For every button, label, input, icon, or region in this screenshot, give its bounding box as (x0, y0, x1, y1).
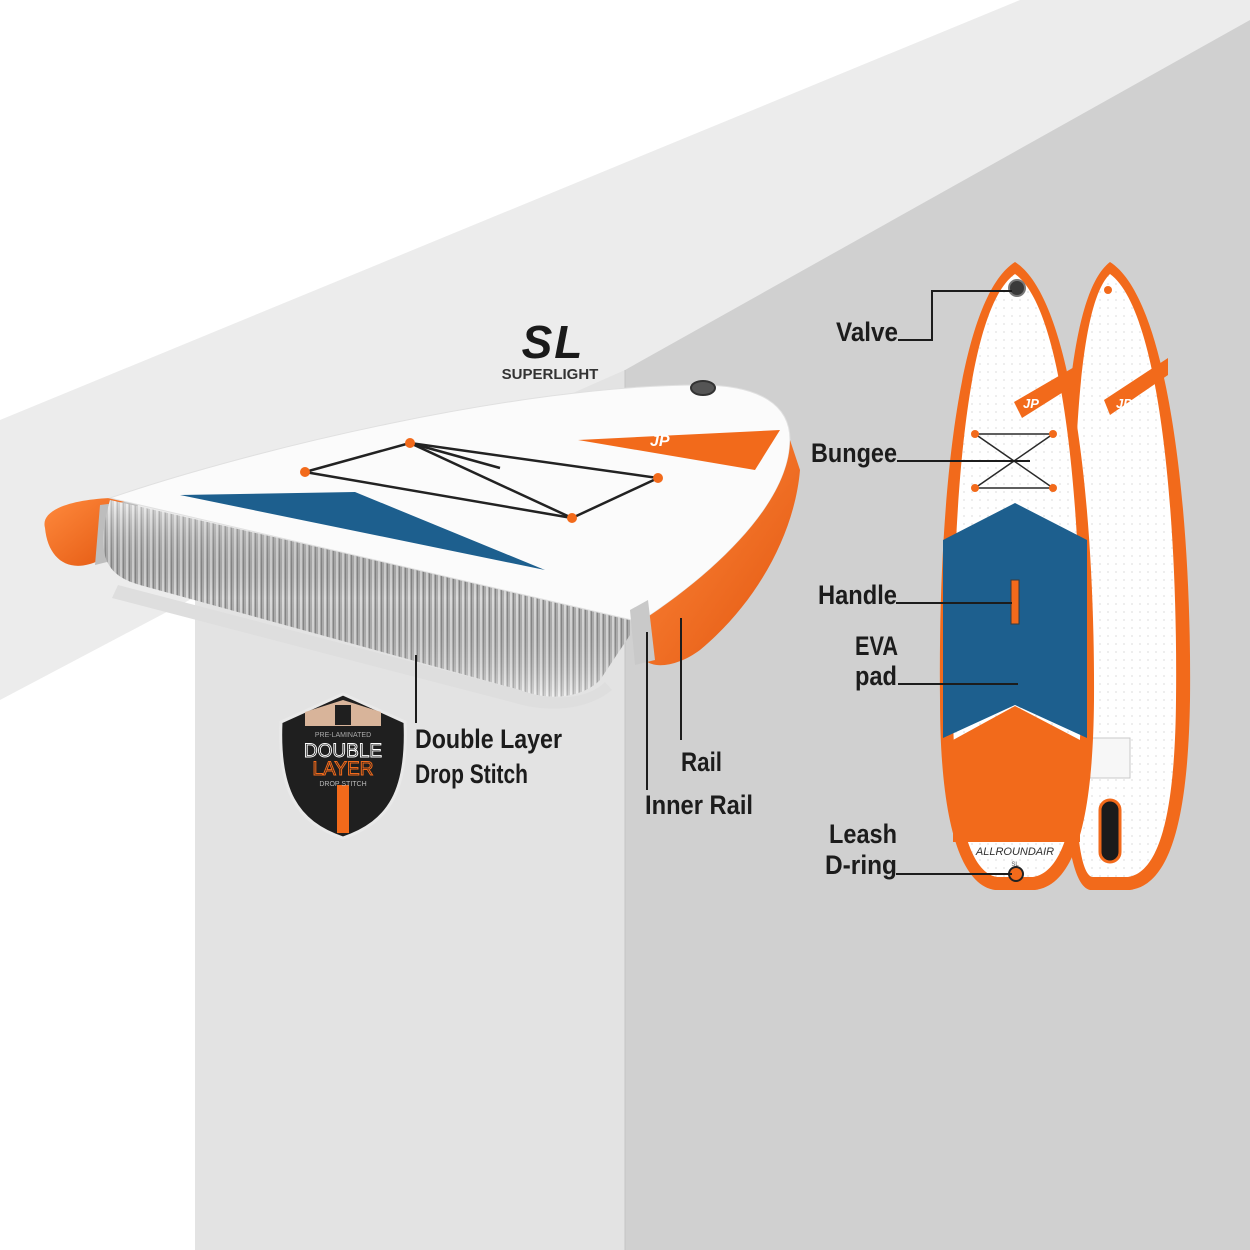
label-leash-2: D-ring (825, 850, 897, 880)
logo-mark: SL (522, 316, 585, 368)
badge-top-text: PRE-LAMINATED (315, 732, 371, 739)
board-handle (1010, 579, 1020, 625)
right-rail (640, 440, 800, 666)
svg-text:JP: JP (1116, 396, 1132, 411)
deck-valve (690, 380, 716, 396)
label-handle: Handle (818, 580, 897, 610)
logo-caption: SUPERLIGHT (502, 366, 599, 383)
board-back: JP (1061, 262, 1191, 890)
double-layer-badge: PRE-LAMINATED DOUBLE LAYER DROP STITCH (279, 692, 407, 840)
board-valve (1008, 279, 1026, 297)
tail-pad (953, 706, 1080, 842)
board-model-text: ALLROUNDAIR (975, 846, 1054, 858)
board-front: JP ALLROUNDAIR SL (939, 262, 1095, 890)
board-size-text: SL (1011, 862, 1019, 868)
board-nose-logo (1014, 366, 1076, 418)
label-bungee: Bungee (811, 438, 897, 468)
leader-valve (898, 290, 1012, 341)
label-leash-1: Leash (829, 819, 897, 849)
board-callouts: Valve Bungee Handle EVA pad Leash D-ring (811, 290, 1030, 880)
svg-text:JP: JP (650, 433, 670, 450)
spec-sticker (1089, 737, 1131, 779)
label-rail: Rail (681, 747, 722, 777)
board-cross-section: JP (44, 380, 800, 709)
superlight-logo: SL SUPERLIGHT (502, 316, 599, 383)
fin-box (1098, 798, 1122, 864)
nose-graphic (578, 430, 780, 470)
badge-line2: LAYER (313, 759, 374, 780)
badge-line1: DOUBLE (304, 741, 382, 762)
label-double-layer-2: Drop Stitch (415, 759, 528, 789)
label-inner-rail: Inner Rail (645, 790, 753, 820)
label-valve: Valve (836, 317, 898, 347)
label-double-layer-1: Double Layer (415, 724, 562, 754)
cross-section-callouts: Double Layer Drop Stitch Rail Inner Rail (415, 618, 753, 820)
label-eva-1: EVA (855, 631, 898, 661)
label-eva-2: pad (855, 661, 897, 691)
deck-pad-blue (180, 492, 545, 570)
badge-bottom-text: DROP STITCH (319, 781, 366, 788)
svg-text:JP: JP (1023, 396, 1039, 411)
